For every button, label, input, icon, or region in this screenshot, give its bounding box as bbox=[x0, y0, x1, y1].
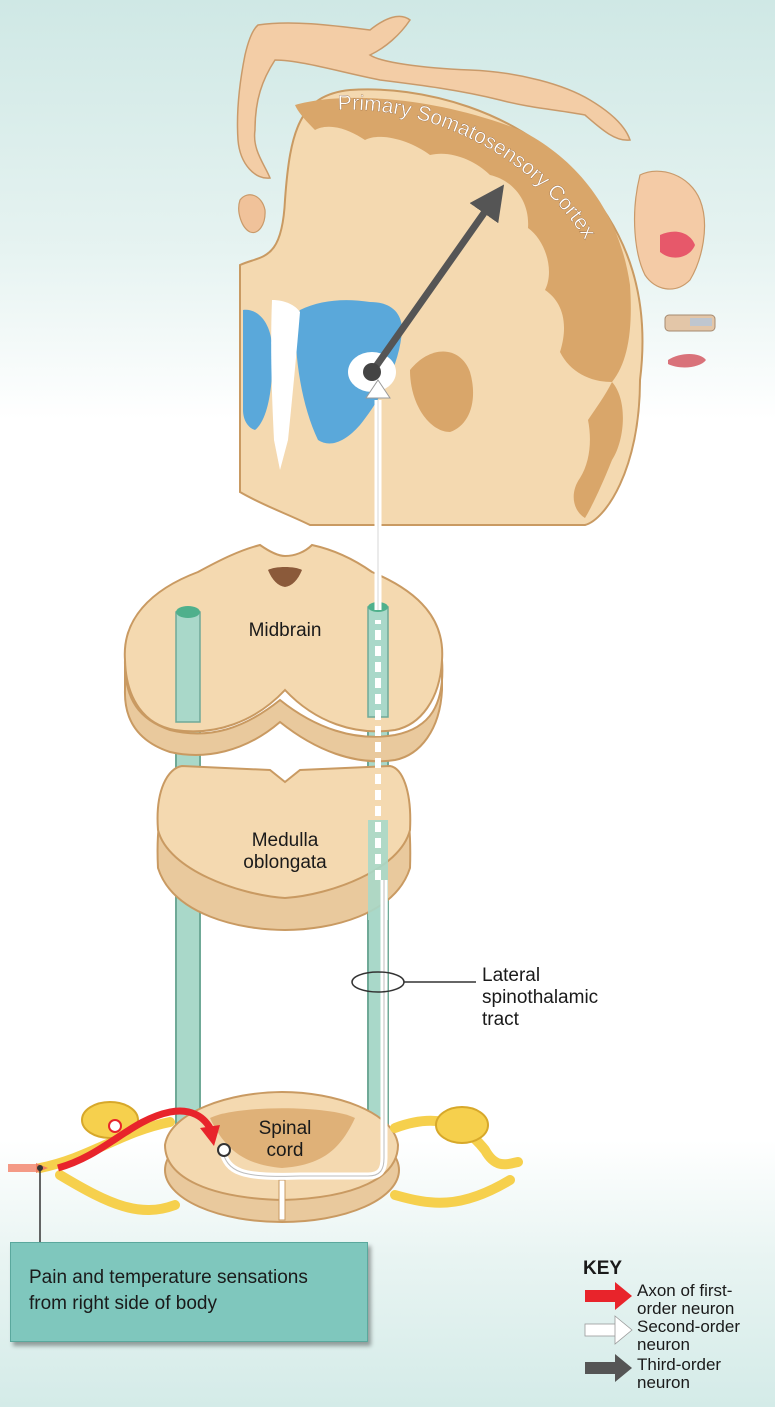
midbrain-label: Midbrain bbox=[230, 620, 340, 642]
key-second-line-2: neuron bbox=[637, 1336, 775, 1354]
medulla-label-line-1: Medulla bbox=[230, 830, 340, 852]
key-third-line-1: Third-order bbox=[637, 1356, 775, 1374]
key-arrows bbox=[585, 1282, 632, 1382]
tract-label-line-2: spinothalamic bbox=[482, 987, 632, 1009]
tract-label-line-3: tract bbox=[482, 1009, 632, 1031]
spinal-label-line-1: Spinal bbox=[235, 1118, 335, 1140]
key-first-line-2: order neuron bbox=[637, 1300, 775, 1318]
key-title: KEY bbox=[583, 1258, 622, 1280]
key-first-order-label: Axon of first- order neuron bbox=[637, 1282, 775, 1318]
sensation-source-box: Pain and temperature sensations from rig… bbox=[10, 1242, 368, 1342]
spinal-label-line-2: cord bbox=[235, 1140, 335, 1162]
info-line-1: Pain and temperature sensations bbox=[29, 1265, 349, 1291]
lateral-spinothalamic-tract-label: Lateral spinothalamic tract bbox=[482, 965, 632, 1031]
cerebral-hemisphere-section bbox=[240, 89, 643, 525]
info-leader-line bbox=[37, 1165, 43, 1242]
key-first-line-1: Axon of first- bbox=[637, 1282, 775, 1300]
key-second-order-arrow bbox=[585, 1316, 632, 1344]
midbrain-section bbox=[125, 545, 443, 761]
spinal-cord-label: Spinal cord bbox=[235, 1118, 335, 1162]
medulla-oblongata-label: Medulla oblongata bbox=[230, 830, 340, 874]
key-third-line-2: neuron bbox=[637, 1374, 775, 1392]
key-second-line-1: Second-order bbox=[637, 1318, 775, 1336]
info-line-2: from right side of body bbox=[29, 1291, 349, 1317]
key-first-order-arrow bbox=[585, 1282, 632, 1310]
key-third-order-arrow bbox=[585, 1354, 632, 1382]
medulla-label-line-2: oblongata bbox=[230, 852, 340, 874]
key-second-order-label: Second-order neuron bbox=[637, 1318, 775, 1354]
key-third-order-label: Third-order neuron bbox=[637, 1356, 775, 1392]
tract-label-line-1: Lateral bbox=[482, 965, 632, 987]
